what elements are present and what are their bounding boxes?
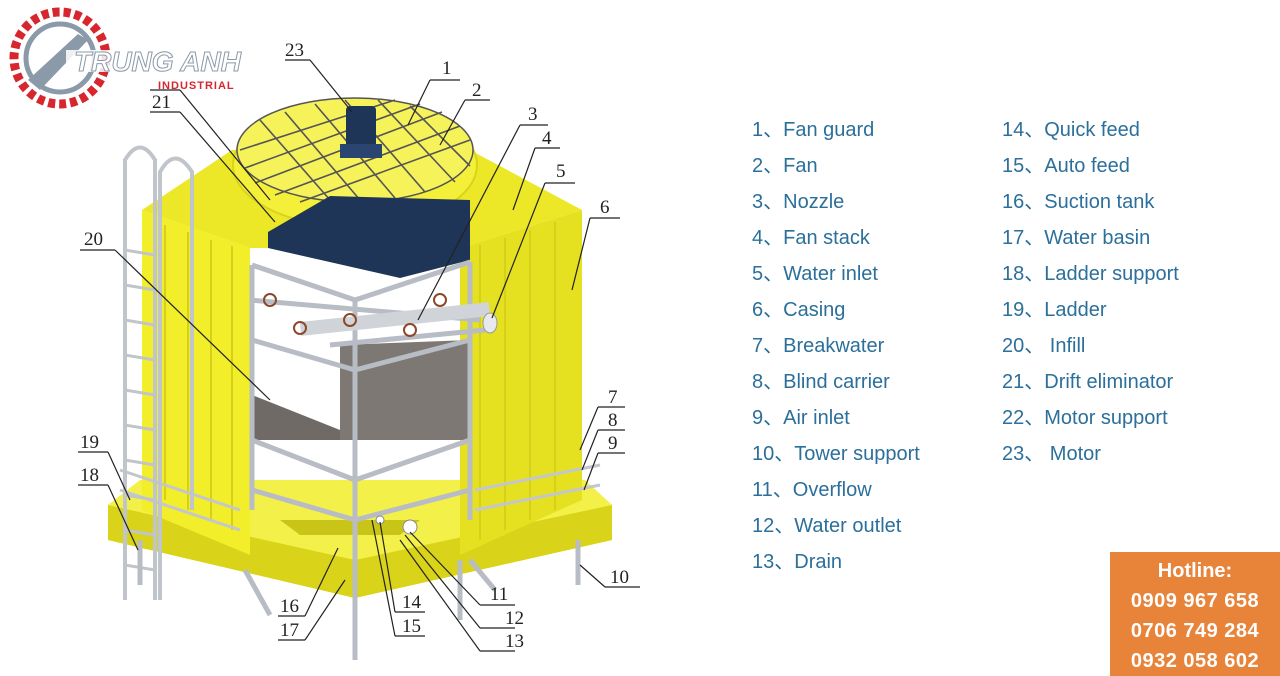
legend-item: 3、Nozzle bbox=[752, 191, 845, 213]
legend-item: 14、Quick feed bbox=[1002, 119, 1140, 141]
hotline-box: Hotline: 0909 967 658 0706 749 284 0932 … bbox=[1110, 552, 1280, 676]
callout-10: 10 bbox=[610, 567, 629, 588]
callout-13: 13 bbox=[505, 631, 524, 652]
callout-19: 19 bbox=[80, 432, 99, 453]
callout-11: 11 bbox=[490, 584, 508, 605]
callout-5: 5 bbox=[556, 161, 566, 182]
callout-2: 2 bbox=[472, 80, 482, 101]
legend-item: 4、Fan stack bbox=[752, 227, 870, 249]
legend-item: 1、Fan guard bbox=[752, 119, 875, 141]
callout-18: 18 bbox=[80, 465, 99, 486]
legend-item: 9、Air inlet bbox=[752, 407, 850, 429]
hotline-title: Hotline: bbox=[1157, 560, 1233, 582]
logo-name: TRUNG ANH bbox=[74, 46, 242, 77]
legend-item: 17、Water basin bbox=[1002, 227, 1151, 249]
legend-item: 18、Ladder support bbox=[1002, 263, 1179, 285]
leader-lines bbox=[78, 59, 640, 652]
legend-item: 15、Auto feed bbox=[1002, 155, 1130, 177]
legend-item: 12、Water outlet bbox=[752, 515, 902, 537]
motor-icon bbox=[346, 106, 376, 156]
callout-12: 12 bbox=[505, 608, 524, 629]
legend-item: 16、Suction tank bbox=[1002, 191, 1155, 213]
hotline-number[interactable]: 0909 967 658 bbox=[1130, 590, 1260, 612]
legend-item: 22、Motor support bbox=[1002, 407, 1168, 429]
legend-item: 11、Overflow bbox=[752, 479, 872, 501]
legend-item: 21、Drift eliminator bbox=[1002, 371, 1174, 393]
company-logo: TRUNG ANH INDUSTRIAL bbox=[9, 7, 242, 109]
callout-9: 9 bbox=[608, 433, 618, 454]
callout-3: 3 bbox=[528, 104, 538, 125]
callout-4: 4 bbox=[542, 128, 552, 149]
legend-item: 13、Drain bbox=[752, 551, 843, 573]
drift-eliminator bbox=[268, 196, 470, 278]
ladder bbox=[123, 145, 194, 600]
callout-23: 23 bbox=[285, 40, 304, 61]
water-inlet-pipe bbox=[299, 302, 498, 336]
outlet-icon bbox=[375, 515, 418, 535]
legend-item: 10、Tower support bbox=[752, 443, 920, 465]
cooling-tower-diagram: TRUNG ANH INDUSTRIAL bbox=[9, 7, 640, 660]
legend-item: 6、Casing bbox=[752, 299, 846, 321]
callout-1: 1 bbox=[442, 58, 452, 79]
logo-tagline: INDUSTRIAL bbox=[158, 80, 235, 92]
tower-support bbox=[137, 540, 581, 620]
callout-16: 16 bbox=[280, 596, 299, 617]
legend-item: 23、 Motor bbox=[1002, 443, 1101, 465]
callout-8: 8 bbox=[608, 410, 618, 431]
legend-item: 5、Water inlet bbox=[752, 263, 878, 285]
callout-20: 20 bbox=[84, 229, 103, 250]
hotline-number[interactable]: 0932 058 602 bbox=[1130, 650, 1260, 672]
legend-left-column: 1、Fan guard 2、Fan 3、Nozzle 4、Fan stack 5… bbox=[752, 115, 920, 583]
callout-17: 17 bbox=[280, 620, 299, 641]
legend-item: 8、Blind carrier bbox=[752, 371, 890, 393]
legend-item: 2、Fan bbox=[752, 155, 818, 177]
legend-item: 19、Ladder bbox=[1002, 299, 1107, 321]
legend-item: 20、 Infill bbox=[1002, 335, 1086, 357]
callout-7: 7 bbox=[608, 387, 618, 408]
fan-guard bbox=[236, 97, 474, 203]
infill bbox=[252, 340, 470, 440]
callout-6: 6 bbox=[600, 197, 610, 218]
hotline-number[interactable]: 0706 749 284 bbox=[1130, 620, 1260, 642]
legend-right-column: 14、Quick feed 15、Auto feed 16、Suction ta… bbox=[1002, 115, 1179, 475]
callout-labels: 23 1 2 3 4 5 6 7 8 9 10 11 12 13 14 15 1… bbox=[80, 40, 629, 652]
callout-15: 15 bbox=[402, 616, 421, 637]
legend-item: 7、Breakwater bbox=[752, 335, 885, 357]
callout-21: 21 bbox=[152, 92, 171, 113]
callout-14: 14 bbox=[402, 592, 422, 613]
nozzle-icon bbox=[263, 293, 447, 337]
